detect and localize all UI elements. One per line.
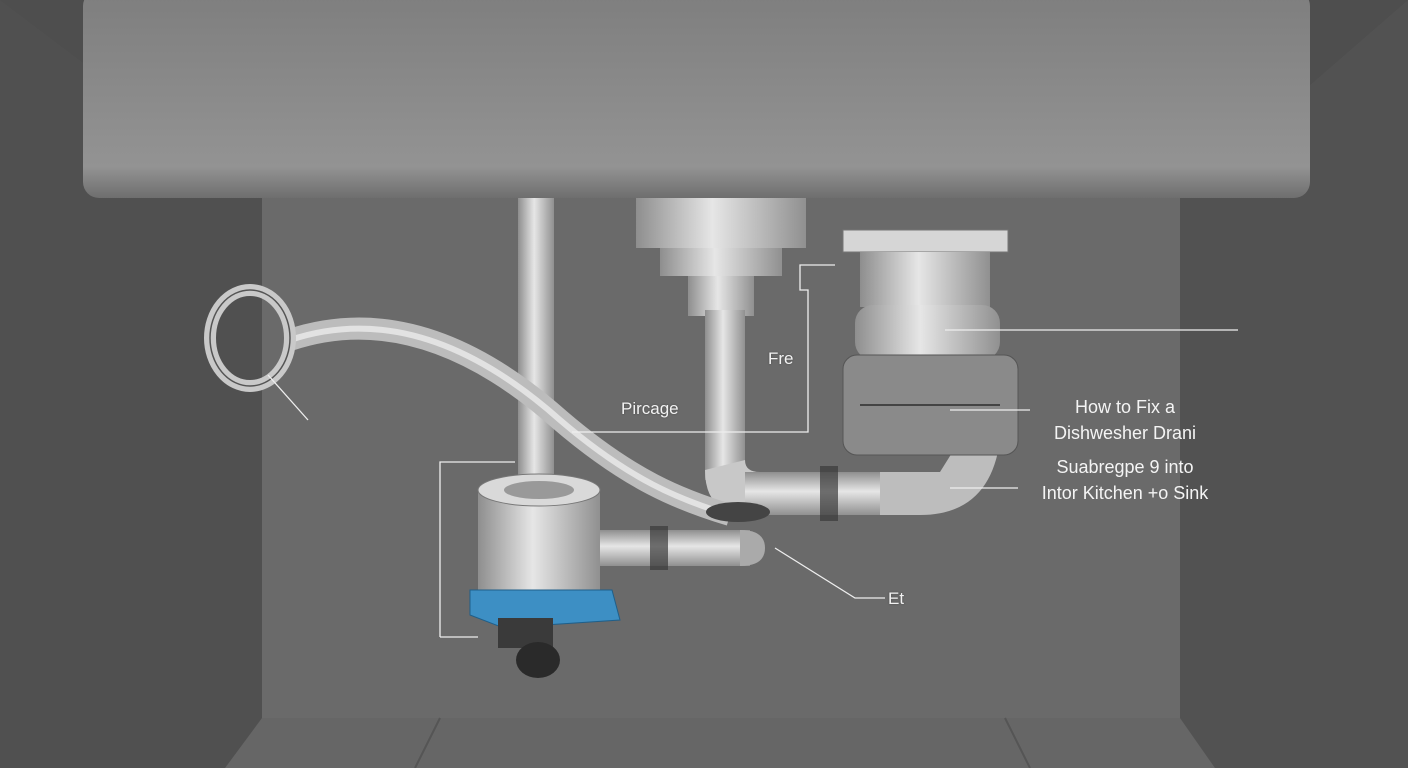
label-pircage: Pircage	[621, 399, 679, 418]
disposal-canister	[478, 490, 600, 600]
title-line-1: How to Fix a	[1074, 397, 1176, 417]
title-block: How to Fix a Dishwesher Drani Suabregpe …	[1030, 394, 1220, 506]
title-line-3: Suabregpe 9 into	[1056, 457, 1194, 477]
title-line-4: Intor Kitchen +o Sink	[1041, 483, 1209, 503]
sink-drain	[636, 198, 806, 248]
leader-lines	[267, 264, 1238, 638]
lower-pipe	[600, 530, 750, 566]
label-et: Et	[888, 589, 905, 608]
title-line-2: Dishwesher Drani	[1053, 423, 1197, 443]
vertical-pipe	[518, 198, 554, 498]
air-gap-cap	[842, 229, 1009, 253]
outlet-cap	[516, 642, 560, 678]
floor	[225, 718, 1215, 768]
tailpiece	[705, 310, 745, 480]
label-fre: Fre	[768, 349, 794, 368]
countertop	[83, 0, 1310, 198]
